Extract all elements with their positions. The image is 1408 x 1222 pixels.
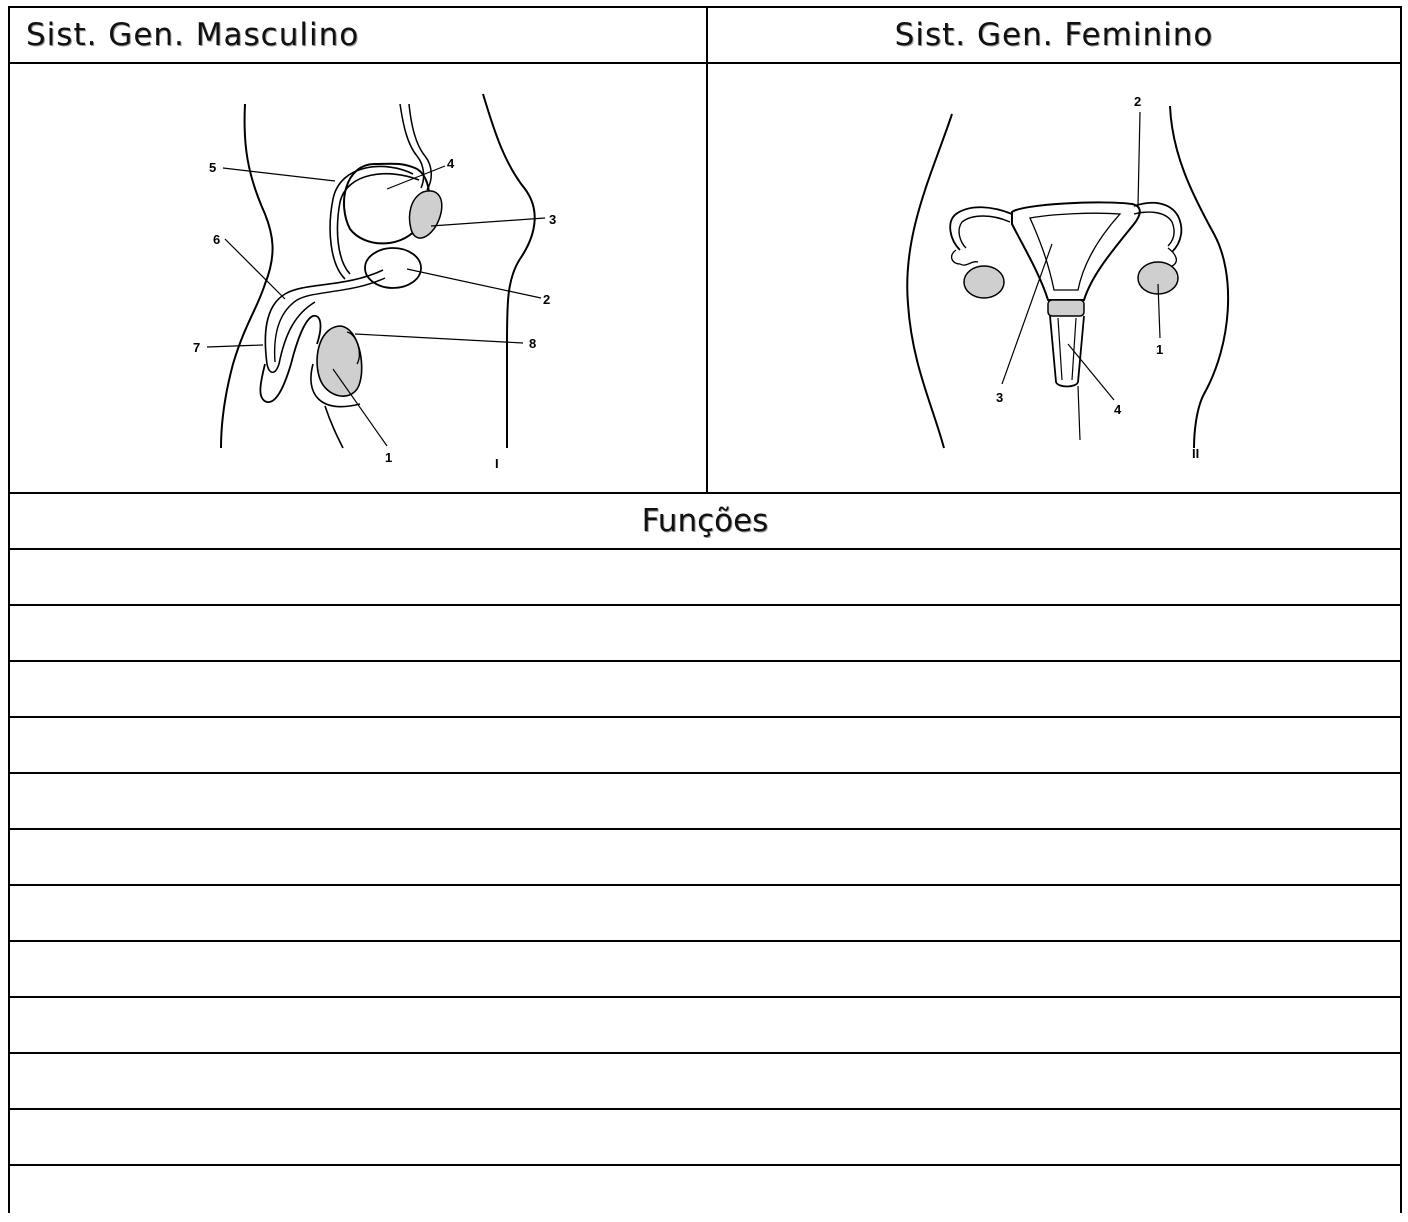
functions-title: Funções <box>10 494 1400 550</box>
male-label-7: 7 <box>193 340 200 355</box>
answer-line[interactable] <box>10 1054 1400 1110</box>
answer-line[interactable] <box>10 662 1400 718</box>
answer-line[interactable] <box>10 942 1400 998</box>
answer-line[interactable] <box>10 1166 1400 1222</box>
worksheet-table: Sist. Gen. Masculino Sist. Gen. Feminino <box>8 6 1402 1213</box>
male-label-8: 8 <box>529 336 536 351</box>
answer-line[interactable] <box>10 830 1400 886</box>
answer-lines <box>10 550 1400 1222</box>
male-label-2: 2 <box>543 292 550 307</box>
male-label-6: 6 <box>213 232 220 247</box>
answer-line[interactable] <box>10 1110 1400 1166</box>
answer-line[interactable] <box>10 606 1400 662</box>
male-system-title: Sist. Gen. Masculino <box>26 8 359 62</box>
male-reproductive-diagram: 5 4 3 6 2 7 8 1 I <box>145 64 575 492</box>
answer-line[interactable] <box>10 718 1400 774</box>
female-label-II: II <box>1192 446 1199 461</box>
male-label-4: 4 <box>447 156 455 171</box>
female-label-4: 4 <box>1114 402 1122 417</box>
answer-line[interactable] <box>10 886 1400 942</box>
female-system-title: Sist. Gen. Feminino <box>708 8 1400 62</box>
female-reproductive-diagram: 2 1 3 4 II <box>852 64 1262 492</box>
female-label-2: 2 <box>1134 94 1141 109</box>
male-label-3: 3 <box>549 212 556 227</box>
female-label-1: 1 <box>1156 342 1163 357</box>
female-label-3: 3 <box>996 390 1003 405</box>
answer-line[interactable] <box>10 550 1400 606</box>
diagram-row: 5 4 3 6 2 7 8 1 I <box>10 64 1400 494</box>
male-label-I: I <box>495 456 499 471</box>
header-row: Sist. Gen. Masculino Sist. Gen. Feminino <box>10 8 1400 64</box>
answer-line[interactable] <box>10 774 1400 830</box>
male-label-5: 5 <box>209 160 216 175</box>
male-label-1: 1 <box>385 450 392 465</box>
answer-line[interactable] <box>10 998 1400 1054</box>
